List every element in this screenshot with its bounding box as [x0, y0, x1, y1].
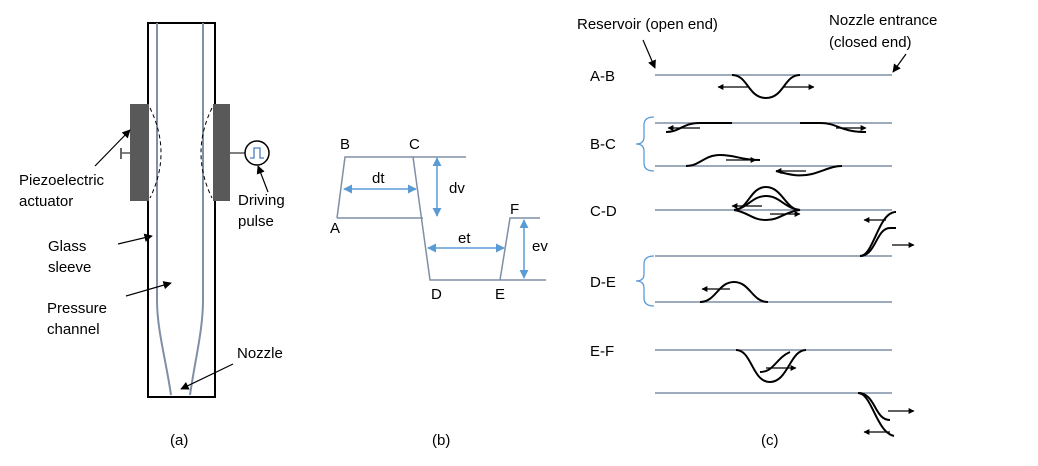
nozzle-entrance-leader-arrow [892, 53, 907, 73]
stage-label-AB: A-B [590, 68, 616, 85]
point-label-C: C [409, 136, 420, 153]
bracket-DE [635, 255, 655, 307]
glass-leader-arrow [117, 233, 153, 245]
nozzle-leader-arrow [180, 363, 234, 390]
caption-a: (a) [170, 432, 189, 449]
pressure-leader-arrow [125, 281, 172, 297]
pulse-CD-2b [859, 211, 897, 257]
caption-b: (b) [432, 432, 451, 449]
pulse-BC-1a [665, 122, 732, 133]
pressure-channel-right-wall [189, 23, 204, 396]
glass-label-line1: Glass [48, 238, 87, 255]
piezo-label-line1: Piezoelectric [19, 172, 105, 189]
piezo-actuator-right [213, 104, 230, 201]
nozzle-label: Nozzle [237, 345, 283, 362]
point-label-B: B [340, 136, 351, 153]
deformation-arc-right [200, 107, 213, 199]
point-label-E: E [495, 286, 506, 303]
point-label-F: F [510, 201, 520, 218]
pulse-CD-1b [733, 194, 801, 211]
pulse-EF-1a [735, 349, 807, 384]
pulse-EF-2a [857, 392, 891, 421]
dim-label-ev: ev [532, 238, 548, 255]
glass-label-line2: sleeve [48, 259, 92, 276]
pulse-DE [699, 280, 769, 303]
pulse-BC-2b [775, 165, 843, 177]
dim-label-dv: dv [449, 180, 465, 197]
bracket-BC [635, 116, 655, 172]
driving-pulse-leader-arrow [256, 165, 269, 193]
panel-b-drawing [336, 156, 546, 281]
nozzle-entrance-label-line2: (closed end) [829, 34, 912, 51]
pulse-CD-1a [733, 185, 801, 211]
driving-pulse-source-icon [244, 140, 270, 166]
pressure-label-line2: channel [47, 321, 100, 338]
dim-label-dt: dt [372, 170, 385, 187]
dim-label-et: et [458, 230, 471, 247]
pressure-channel-left-wall [156, 23, 172, 396]
piezo-label-line2: actuator [19, 193, 74, 210]
pulse-AB [731, 74, 801, 100]
stage-label-BC: B-C [590, 136, 616, 153]
glass-sleeve-outline [147, 22, 216, 398]
reservoir-label: Reservoir (open end) [577, 16, 718, 33]
pulse-EF-1b [759, 351, 791, 373]
stage-label-DE: D-E [590, 274, 616, 291]
stage-label-CD: C-D [590, 203, 617, 220]
driving-label-line1: Driving [238, 192, 285, 209]
reservoir-leader-arrow [642, 39, 656, 69]
waveform-trace [336, 156, 540, 281]
pulse-BC-2a [685, 153, 761, 167]
point-label-A: A [330, 220, 341, 237]
deformation-arc-left [149, 107, 162, 199]
nozzle-entrance-label-line1: Nozzle entrance [829, 12, 938, 29]
stage-label-EF: E-F [590, 343, 615, 360]
driving-label-line2: pulse [238, 213, 274, 230]
piezo-leader-arrow [94, 129, 131, 167]
point-label-D: D [431, 286, 442, 303]
panel-a-drawing [94, 22, 270, 398]
piezo-actuator-left [130, 104, 149, 201]
pressure-label-line1: Pressure [47, 300, 108, 317]
pulse-waveform-icon [250, 147, 264, 159]
pulse-CD-1c [733, 209, 801, 222]
panel-c-drawing [635, 39, 915, 437]
pulse-EF-2b [857, 392, 895, 437]
pulse-BC-1b [800, 122, 867, 133]
caption-c: (c) [761, 432, 779, 449]
